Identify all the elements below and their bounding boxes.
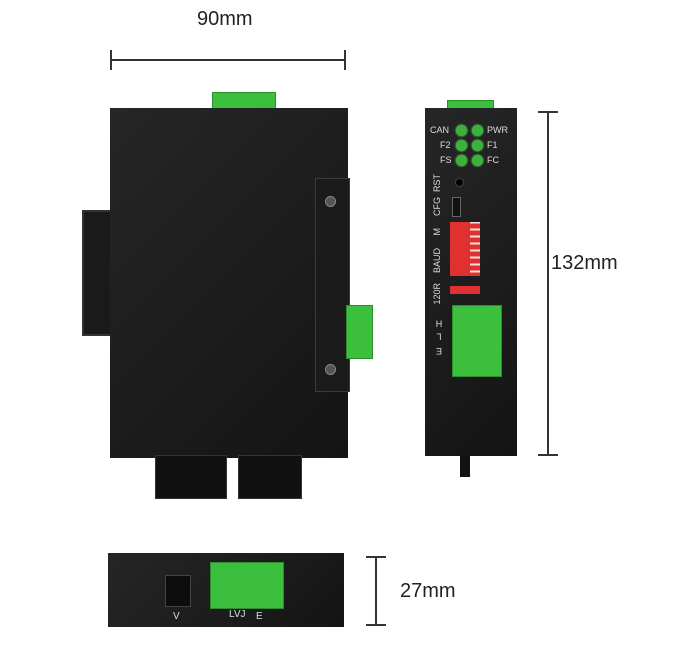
termination-switch [450,286,480,294]
width-tick-left [110,50,112,70]
height-dimension-label: 132mm [551,252,618,274]
screw-icon [325,196,336,207]
fiber-port-1 [155,455,227,499]
device-body [110,108,348,458]
120r-label: 120R [432,283,442,305]
height-tick-bottom [538,454,558,456]
v-label: V [173,611,180,622]
e-label: E [435,346,443,357]
led-pwr-icon [472,125,483,136]
reset-button [455,178,464,187]
depth-tick-top [366,556,386,558]
led-can-icon [456,125,467,136]
led-label-f2: F2 [440,140,451,150]
side-body [425,108,517,456]
dip-switch [450,222,480,276]
h-label: H [435,318,443,329]
side-panel-plate [315,178,350,392]
m-label: M [432,228,442,236]
baud-label: BAUD [432,248,442,274]
led-fc-icon [472,155,483,166]
height-dimension-line [547,111,549,456]
led-f2-icon [456,140,467,151]
power-terminal-connector [210,562,284,609]
led-fs-icon [456,155,467,166]
cfg-usb-port [452,197,461,217]
l-label: L [436,331,442,342]
width-dimension-line [110,59,346,61]
led-f1-icon [472,140,483,151]
led-label-f1: F1 [487,140,498,150]
fiber-port-2 [238,455,302,499]
side-terminal-connector [346,305,373,359]
can-terminal-connector [452,305,502,377]
led-label-can: CAN [430,125,450,135]
depth-dimension-label: 27mm [400,580,456,602]
height-tick-top [538,111,558,113]
dc-power-jack [165,575,191,607]
width-dimension-label: 90mm [197,8,253,30]
led-label-pwr: PWR [487,125,508,135]
screw-icon [325,364,336,375]
vv-label: LVJ [229,609,246,620]
led-label-fc: FC [487,155,499,165]
depth-tick-bottom [366,624,386,626]
led-label-fs: FS [440,155,452,165]
depth-dimension-line [375,556,377,626]
rst-label: RST [432,174,442,192]
e-bottom-label: E [256,611,263,622]
width-tick-right [344,50,346,70]
side-bottom-latch [460,455,470,477]
cfg-label: CFG [432,197,442,216]
